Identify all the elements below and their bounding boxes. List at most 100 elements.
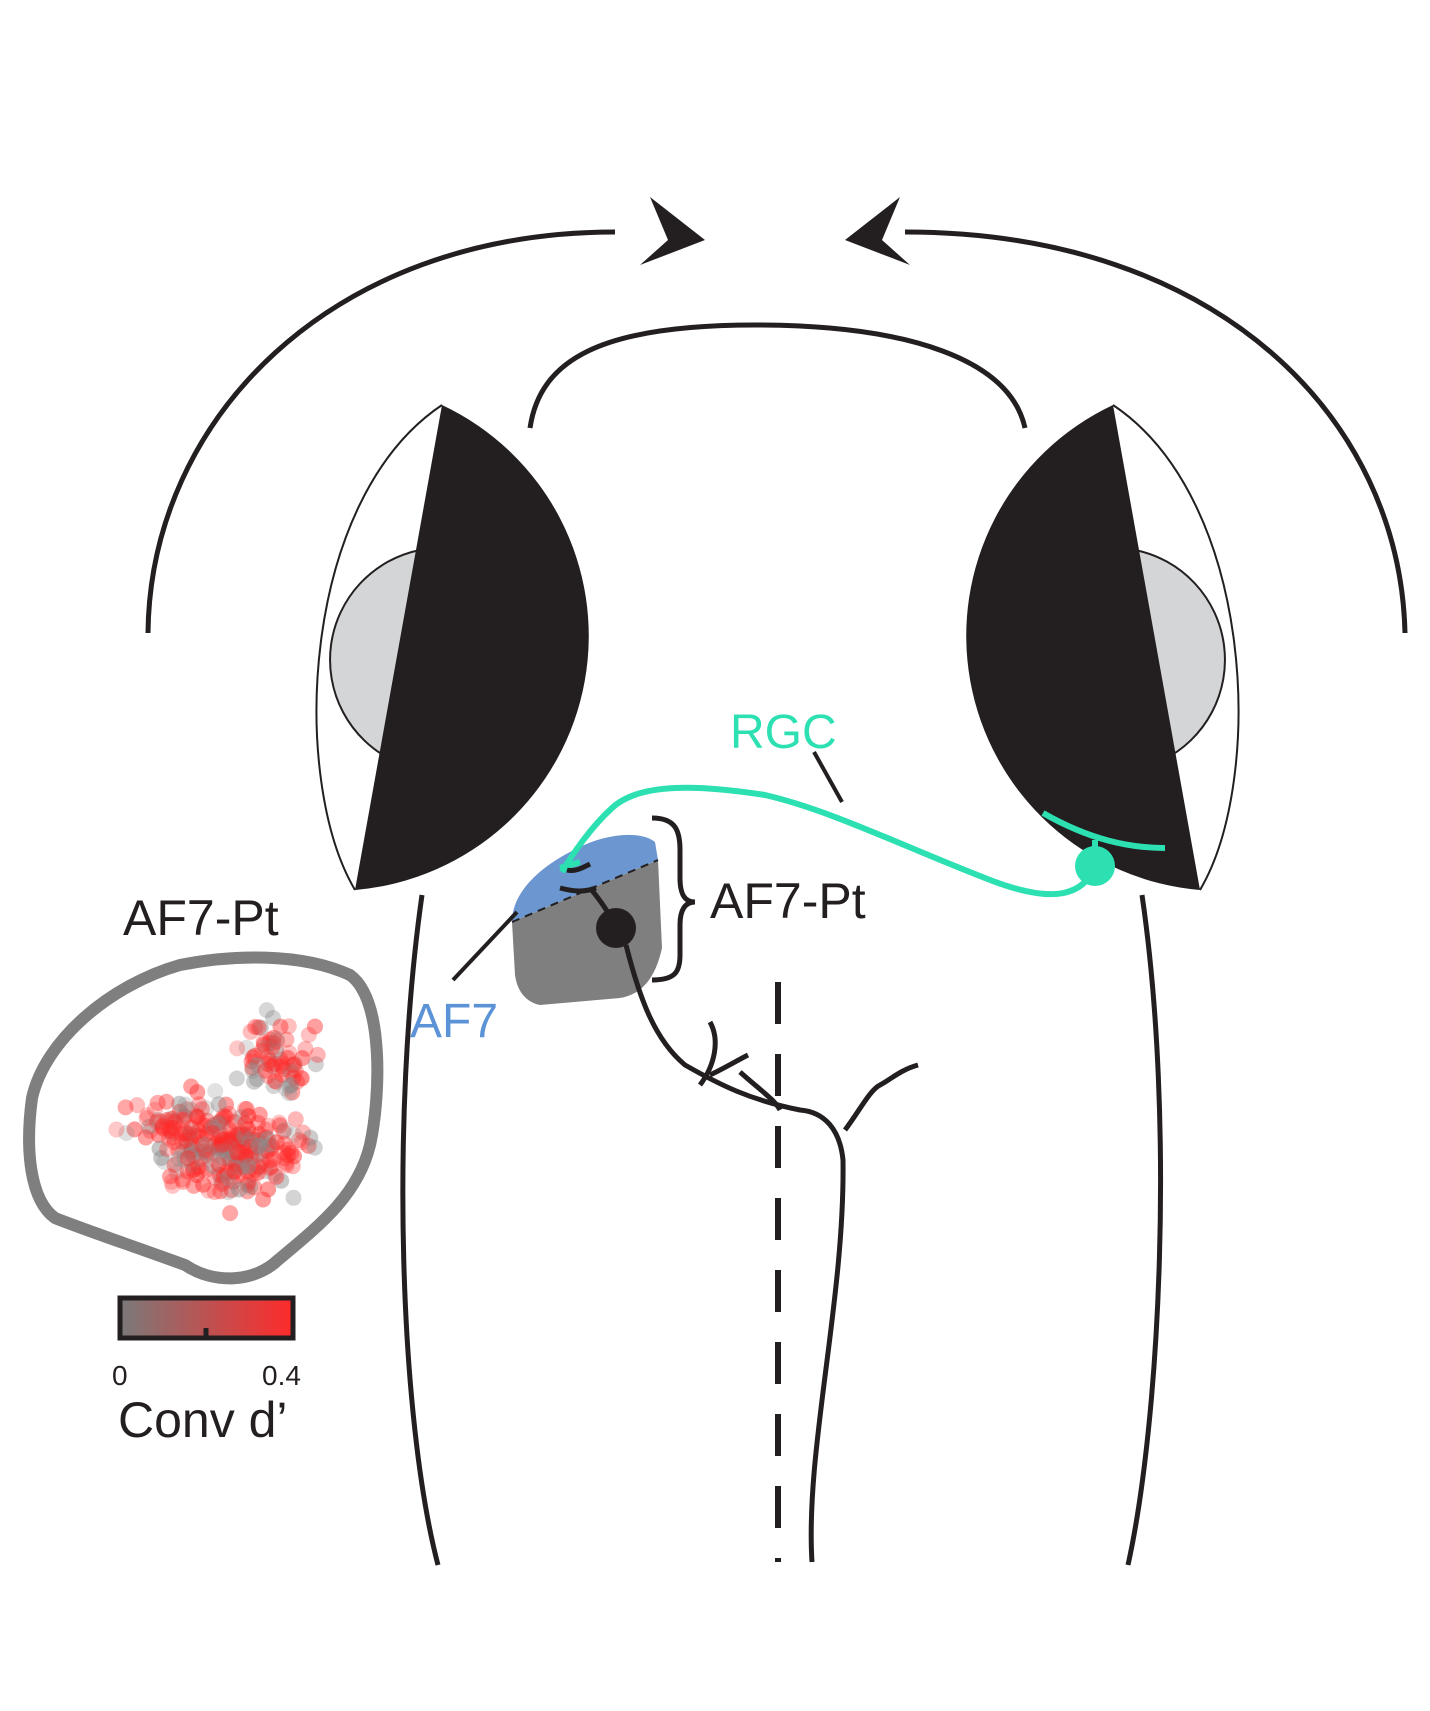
af7-pointer-line <box>451 910 519 982</box>
cell-dot <box>223 1182 240 1199</box>
cell-dot <box>170 1142 187 1159</box>
cell-dot <box>278 1157 295 1174</box>
cell-dot <box>175 1173 192 1190</box>
cell-dot <box>162 1120 179 1136</box>
cell-dot <box>221 1154 238 1170</box>
cell-dot <box>235 1140 252 1156</box>
cell-dot <box>237 1126 254 1143</box>
cell-dot <box>200 1144 216 1161</box>
af7-pt-inset-outline <box>23 951 384 1285</box>
cell-dot <box>309 1046 326 1063</box>
cell-dot <box>259 1048 276 1065</box>
cell-dot <box>243 1053 260 1070</box>
cell-dot <box>228 1156 245 1173</box>
cell-dot <box>272 1018 289 1035</box>
left-arrowhead-icon <box>640 197 705 265</box>
cell-dot <box>176 1108 193 1125</box>
cell-dot <box>249 1139 265 1156</box>
cell-dot <box>210 1156 227 1173</box>
cell-dot <box>167 1113 183 1130</box>
cell-dot <box>262 1031 279 1048</box>
cell-dot <box>283 1076 300 1093</box>
cell-dot <box>184 1137 201 1154</box>
cell-dot <box>183 1078 200 1095</box>
cell-dot <box>253 1042 270 1059</box>
cell-dot <box>198 1147 215 1164</box>
cell-dot <box>197 1142 214 1159</box>
rgc-neuron <box>559 751 1166 898</box>
cell-dot <box>249 1057 266 1073</box>
cell-dot <box>252 1158 268 1175</box>
cell-dot <box>259 1142 276 1159</box>
cell-dot <box>221 1105 237 1122</box>
cell-dot <box>228 1127 245 1144</box>
cell-dot <box>275 1123 292 1140</box>
cell-dot <box>231 1132 248 1148</box>
cell-dot <box>190 1123 207 1140</box>
cell-dot <box>158 1093 175 1110</box>
cell-dot <box>265 1029 282 1046</box>
cell-dot <box>289 1073 306 1090</box>
left-curved-arrow <box>145 197 705 634</box>
cell-dot <box>214 1149 231 1166</box>
cell-dot <box>220 1135 237 1152</box>
cell-dot <box>216 1142 233 1159</box>
cell-dot <box>271 1114 288 1131</box>
cell-dot <box>149 1094 166 1111</box>
cell-dot <box>228 1144 245 1161</box>
cell-dot <box>126 1121 143 1138</box>
cell-dot <box>280 1018 297 1035</box>
cell-dot <box>229 1167 246 1184</box>
cell-dot <box>210 1125 227 1142</box>
cell-dot <box>214 1169 231 1186</box>
af7-label: AF7 <box>410 995 498 1048</box>
cell-dot <box>220 1184 237 1201</box>
cell-dot <box>227 1146 244 1163</box>
cell-dot <box>177 1123 194 1140</box>
pretectal-neuron <box>559 861 919 1563</box>
cell-dot <box>195 1176 212 1193</box>
cell-dot <box>193 1161 209 1178</box>
cell-dot <box>294 1050 311 1067</box>
cell-dot <box>153 1150 170 1166</box>
cell-dot <box>268 1031 285 1047</box>
cell-dot <box>193 1101 210 1118</box>
cell-dot <box>165 1120 182 1136</box>
cell-dot <box>281 1085 298 1102</box>
cell-dot <box>265 1078 282 1094</box>
cell-dot <box>221 1143 237 1160</box>
cell-dot <box>170 1150 187 1167</box>
cell-dot <box>252 1019 269 1036</box>
cell-dot <box>222 1205 239 1222</box>
right-curved-arrow <box>845 197 1408 634</box>
cell-dot <box>156 1153 173 1170</box>
cell-dot <box>147 1101 163 1118</box>
cell-dot <box>262 1159 279 1176</box>
cell-dot <box>240 1108 257 1124</box>
af7-pt-brace-icon <box>651 815 696 983</box>
cell-dot <box>211 1143 228 1160</box>
cell-dot <box>164 1110 181 1127</box>
colorbar-min-label: 0 <box>112 1360 128 1391</box>
cell-dot <box>246 1179 263 1196</box>
af7-pt-bracket-label: AF7-Pt <box>710 873 866 929</box>
cell-dot <box>259 1055 276 1072</box>
cell-dot <box>269 1033 286 1050</box>
cell-dot <box>138 1110 155 1127</box>
cell-dot <box>203 1119 219 1136</box>
cell-dot <box>159 1141 176 1157</box>
cell-dot <box>214 1139 231 1156</box>
cell-dot <box>190 1143 207 1160</box>
cell-dot <box>185 1162 202 1179</box>
left-eye <box>315 404 589 891</box>
cell-dot <box>260 1117 277 1134</box>
cell-dot <box>276 1121 293 1138</box>
cell-dot <box>233 1160 250 1177</box>
cell-dot <box>233 1131 250 1147</box>
cell-dot <box>264 1038 281 1055</box>
cell-dot <box>171 1095 188 1112</box>
cell-dot <box>185 1177 202 1194</box>
cell-dot <box>184 1157 201 1174</box>
cell-dot <box>189 1084 206 1101</box>
cell-dot <box>267 1073 283 1089</box>
